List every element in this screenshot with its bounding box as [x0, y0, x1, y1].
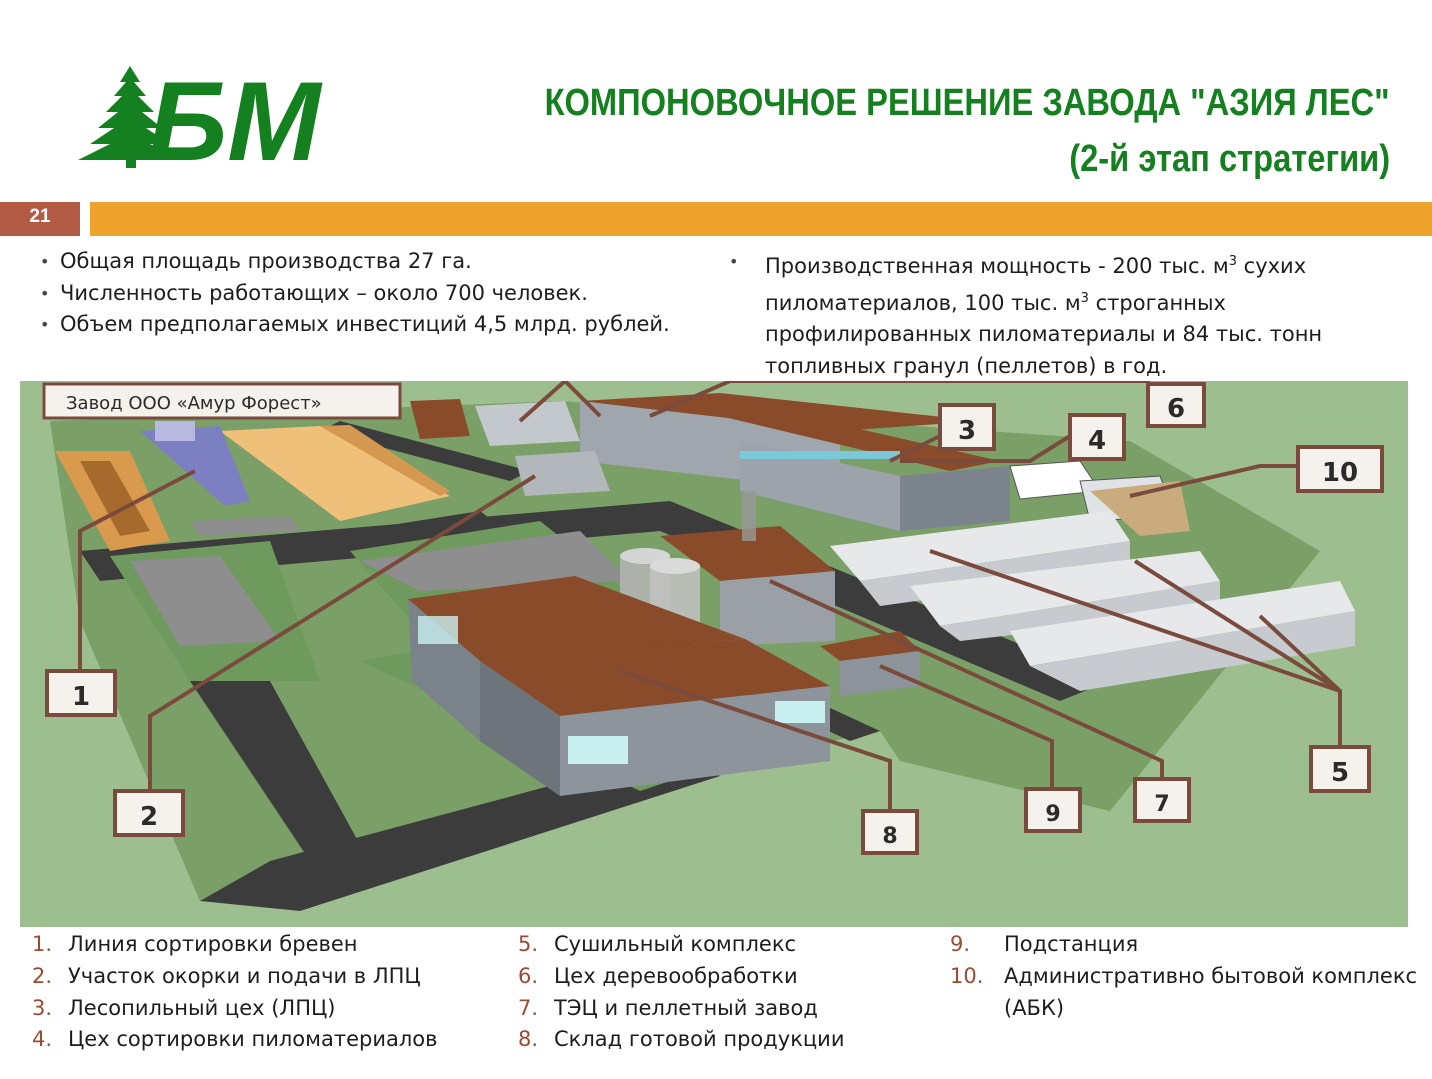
fir-tree-icon: [78, 66, 182, 168]
bullet-list-right: • Производственная мощность - 200 тыс. м…: [729, 246, 1365, 382]
legend-item: 3.Лесопильный цех (ЛПЦ): [32, 996, 336, 1020]
callout-leaders: [78, 381, 1342, 816]
callout-6: 6: [1146, 382, 1206, 428]
svg-text:4: 4: [1088, 426, 1106, 456]
page-title: КОМПОНОВОЧНОЕ РЕШЕНИЕ ЗАВОДА "АЗИЯ ЛЕС": [544, 82, 1390, 124]
legend-item: 2.Участок окорки и подачи в ЛПЦ: [32, 964, 421, 988]
svg-text:9: 9: [1045, 802, 1060, 827]
svg-text:5: 5: [1331, 758, 1349, 788]
callout-9: 9: [1024, 787, 1082, 833]
legend-item: 1.Линия сортировки бревен: [32, 932, 358, 956]
log-sorting-line: [140, 421, 250, 506]
legend-item: 5.Сушильный комплекс: [518, 932, 797, 956]
svg-text:1: 1: [72, 682, 90, 712]
svg-text:10: 10: [1322, 458, 1358, 488]
legend-item: 8.Склад готовой продукции: [518, 1027, 845, 1051]
lumber-sorting-and-admin: [1009, 460, 1190, 536]
legend-item: 9.Подстанция: [950, 932, 1139, 956]
page-subtitle: (2-й этап стратегии): [1069, 138, 1390, 180]
logo-letters: БМ: [148, 62, 323, 172]
slide-number: 21: [0, 202, 80, 236]
bullet-line: топливных гранул (пеллетов) в год.: [765, 353, 1168, 378]
company-logo: БМ: [78, 62, 323, 172]
callout-4: 4: [1068, 413, 1126, 461]
legend-item: 4.Цех сортировки пиломатериалов: [32, 1027, 438, 1051]
legend-item: 6.Цех деревообработки: [518, 964, 798, 988]
svg-text:2: 2: [140, 802, 158, 832]
callout-7: 7: [1133, 777, 1191, 823]
legend-item: 10.Административно бытовой комплекс: [950, 964, 1418, 988]
svg-text:6: 6: [1167, 394, 1185, 424]
callout-3: 3: [938, 403, 996, 451]
plant-layout-illustration: Завод ООО «Амур Форест» 1 2 3 4 5 6 7 8 …: [20, 381, 1408, 927]
callout-5: 5: [1309, 745, 1371, 793]
bullet-item: •Общая площадь производства 27 га.: [40, 249, 472, 273]
bullet-list-left: •Общая площадь производства 27 га. •Числ…: [40, 246, 720, 341]
log-piles: [55, 425, 450, 551]
callout-10: 10: [1296, 445, 1384, 493]
finished-goods-warehouse: [408, 576, 830, 796]
neighbor-plant-text: Завод ООО «Амур Форест»: [66, 393, 322, 414]
bullet-item: •Объем предполагаемых инвестиций 4,5 млр…: [40, 312, 670, 336]
svg-text:3: 3: [958, 416, 976, 446]
svg-text:7: 7: [1154, 792, 1169, 817]
bullet-line: профилированных пиломатериалы и 84 тыс. …: [765, 322, 1323, 346]
legend-item: 7.ТЭЦ и пеллетный завод: [518, 996, 818, 1020]
svg-text:8: 8: [882, 824, 897, 849]
header-divider-bar: [90, 202, 1432, 236]
bullet-item: •Численность работающих – около 700 чело…: [40, 280, 588, 305]
callout-2: 2: [113, 789, 185, 837]
bullet-line: пиломатериалов, 100 тыс. м3 строганных: [765, 290, 1226, 315]
neighbor-plant-label: Завод ООО «Амур Форест»: [42, 382, 402, 420]
callout-8: 8: [861, 809, 919, 855]
bullet-item: • Производственная мощность - 200 тыс. м…: [729, 252, 1307, 278]
callout-1: 1: [45, 669, 117, 717]
